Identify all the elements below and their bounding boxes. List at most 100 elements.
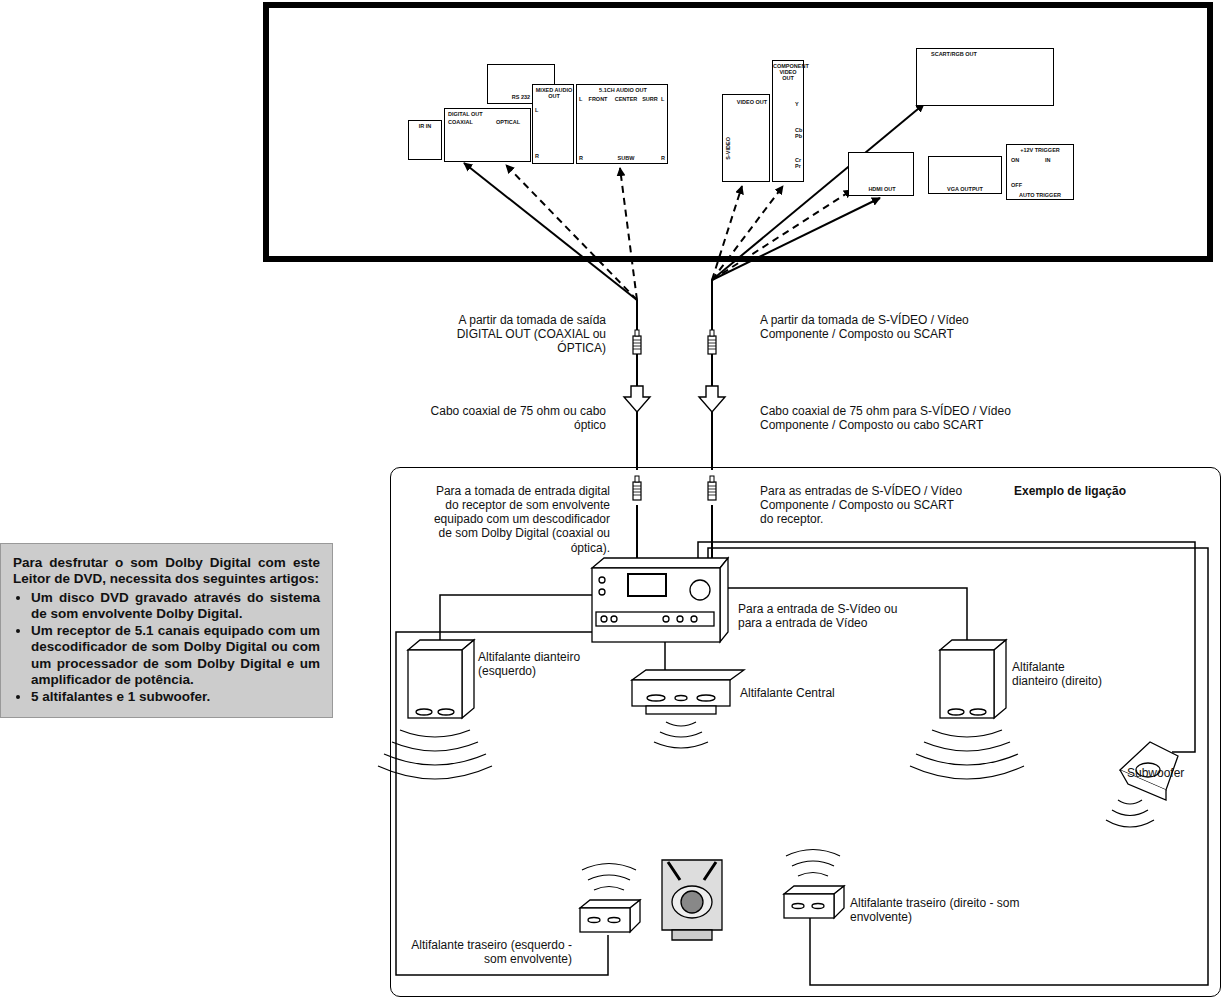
note-heading: Para desfrutar o som Dolby Digital com e… [13, 555, 320, 588]
connector-label: L [661, 96, 667, 102]
connector-label: Cb Pb [795, 127, 802, 139]
drawing-stroke [654, 722, 708, 748]
drawing-stroke [668, 862, 716, 880]
drawing-stroke [666, 722, 696, 726]
drawing-stroke [948, 709, 964, 715]
drawing-stroke [910, 730, 1024, 779]
drawing-stroke [647, 695, 665, 701]
note-item: Um receptor de 5.1 canais equipado com u… [31, 623, 320, 689]
drawing-stroke [708, 330, 716, 354]
drawing-stroke [392, 742, 478, 751]
drawing-stroke [932, 730, 1002, 737]
connector-label: 5.1CH AUDIO OUT [579, 87, 667, 93]
drawing-stroke [792, 904, 804, 909]
drawing-stroke [677, 616, 683, 622]
connector-label: R [579, 155, 585, 161]
drawing-stroke [698, 542, 1195, 752]
drawing-stroke [1118, 800, 1142, 804]
connector-label: L [535, 107, 543, 113]
region-heading: Exemplo de ligação [1014, 484, 1126, 498]
drawing-stroke [633, 330, 641, 354]
speaker [378, 640, 492, 779]
connector-group: 5.1CH AUDIO OUTLFRONTCENTERSURRLRSUBWR [576, 84, 668, 164]
connector-label: SURR [640, 96, 660, 102]
drawing-stroke [396, 632, 608, 975]
drawing-stroke [691, 616, 697, 622]
drawing-stroke [608, 918, 620, 923]
drawing-stroke [1112, 810, 1148, 816]
receiver [592, 558, 728, 642]
connector-group: MIXED AUDIO OUT L R [532, 84, 574, 164]
note-box: Para desfrutar o som Dolby Digital com e… [0, 543, 333, 718]
drawing-stroke [708, 548, 1208, 985]
connector-label: Y [795, 101, 802, 107]
drawing-stroke [699, 386, 725, 412]
connector-group: VIDEO OUTS-VIDEO [722, 94, 770, 182]
connector-label: MIXED AUDIO OUT [535, 87, 573, 99]
drawing-stroke [596, 612, 714, 626]
drawing-stroke [720, 588, 967, 645]
drawing-stroke [416, 709, 432, 715]
drawing-stroke [1106, 800, 1154, 827]
drawing-stroke [384, 754, 486, 765]
connector-label: DIGITAL OUT [448, 111, 508, 117]
connector-group: +12V TRIGGERONINOFFAUTO TRIGGER [1006, 144, 1074, 200]
drawing-stroke [624, 386, 650, 412]
connector-label: AUTO TRIGGER [1007, 192, 1073, 198]
drawing-stroke [620, 168, 637, 300]
annotation-label: Altifalante traseiro (esquerdo - som env… [400, 938, 572, 966]
drawing-stroke [628, 574, 666, 596]
connector-label: COMPONENT VIDEO OUT [773, 63, 803, 81]
annotation-label: Para a tomada de entrada digital do rece… [420, 484, 610, 555]
connector-label: ON [1011, 157, 1023, 163]
connector-label: R [661, 155, 667, 161]
annotation-label: Cabo coaxial de 75 ohm ou cabo óptico [430, 404, 606, 432]
drawing-stroke [464, 163, 637, 300]
speaker [580, 864, 640, 933]
connector-label: R [535, 153, 543, 159]
drawing-stroke [940, 650, 994, 718]
drawing-stroke [660, 732, 702, 737]
drawing-stroke [720, 558, 728, 642]
subwoofer [1106, 742, 1178, 827]
drawing-stroke [462, 640, 474, 718]
drawing-stroke [712, 190, 852, 280]
drawing-stroke [970, 709, 986, 715]
annotation-label: A partir da tomada de saída DIGITAL OUT … [430, 313, 606, 355]
connector-label: CENTER [613, 96, 639, 102]
connector-group: IR IN [408, 120, 442, 160]
drawing-stroke [708, 476, 716, 500]
annotation-label: Subwoofer [1127, 766, 1207, 780]
drawing-stroke [636, 505, 638, 558]
rear-panel [266, 5, 1210, 259]
connector-label: IN [1045, 157, 1057, 163]
connector-label: Cr Pr [795, 157, 802, 169]
drawing-stroke [711, 412, 713, 470]
drawing-stroke [786, 850, 840, 857]
drawing-stroke [601, 616, 607, 622]
annotation-label: Altifalante dianteiro (esquerdo) [478, 650, 596, 678]
speaker [910, 640, 1024, 779]
drawing-stroke [636, 350, 638, 386]
drawing-stroke [582, 864, 636, 871]
annotation-label: Para a entrada de S-Vídeo ou para a entr… [738, 602, 906, 630]
drawing-stroke [834, 886, 844, 918]
example-region: Exemplo de ligação [390, 467, 1221, 997]
drawing-stroke [910, 766, 1024, 779]
note-item: Um disco DVD gravado através do sistema … [31, 590, 320, 623]
drawing-stroke [378, 730, 492, 779]
speaker-wires [396, 542, 1208, 985]
drawing-stroke [697, 695, 715, 701]
drawing-stroke [636, 300, 638, 330]
connector-label: +12V TRIGGER [1007, 147, 1073, 153]
connector-label: SCART/RGB OUT [931, 51, 1021, 57]
drawing-stroke [588, 918, 600, 923]
connector-label: SUBW [613, 155, 639, 161]
connector-label: IR IN [409, 123, 441, 129]
drawing-stroke [672, 886, 712, 918]
drawing-stroke [599, 577, 605, 583]
drawing-stroke [711, 280, 713, 330]
connector-label: S-VIDEO [725, 137, 731, 160]
drawing-stroke [594, 887, 624, 891]
speaker [784, 850, 844, 919]
